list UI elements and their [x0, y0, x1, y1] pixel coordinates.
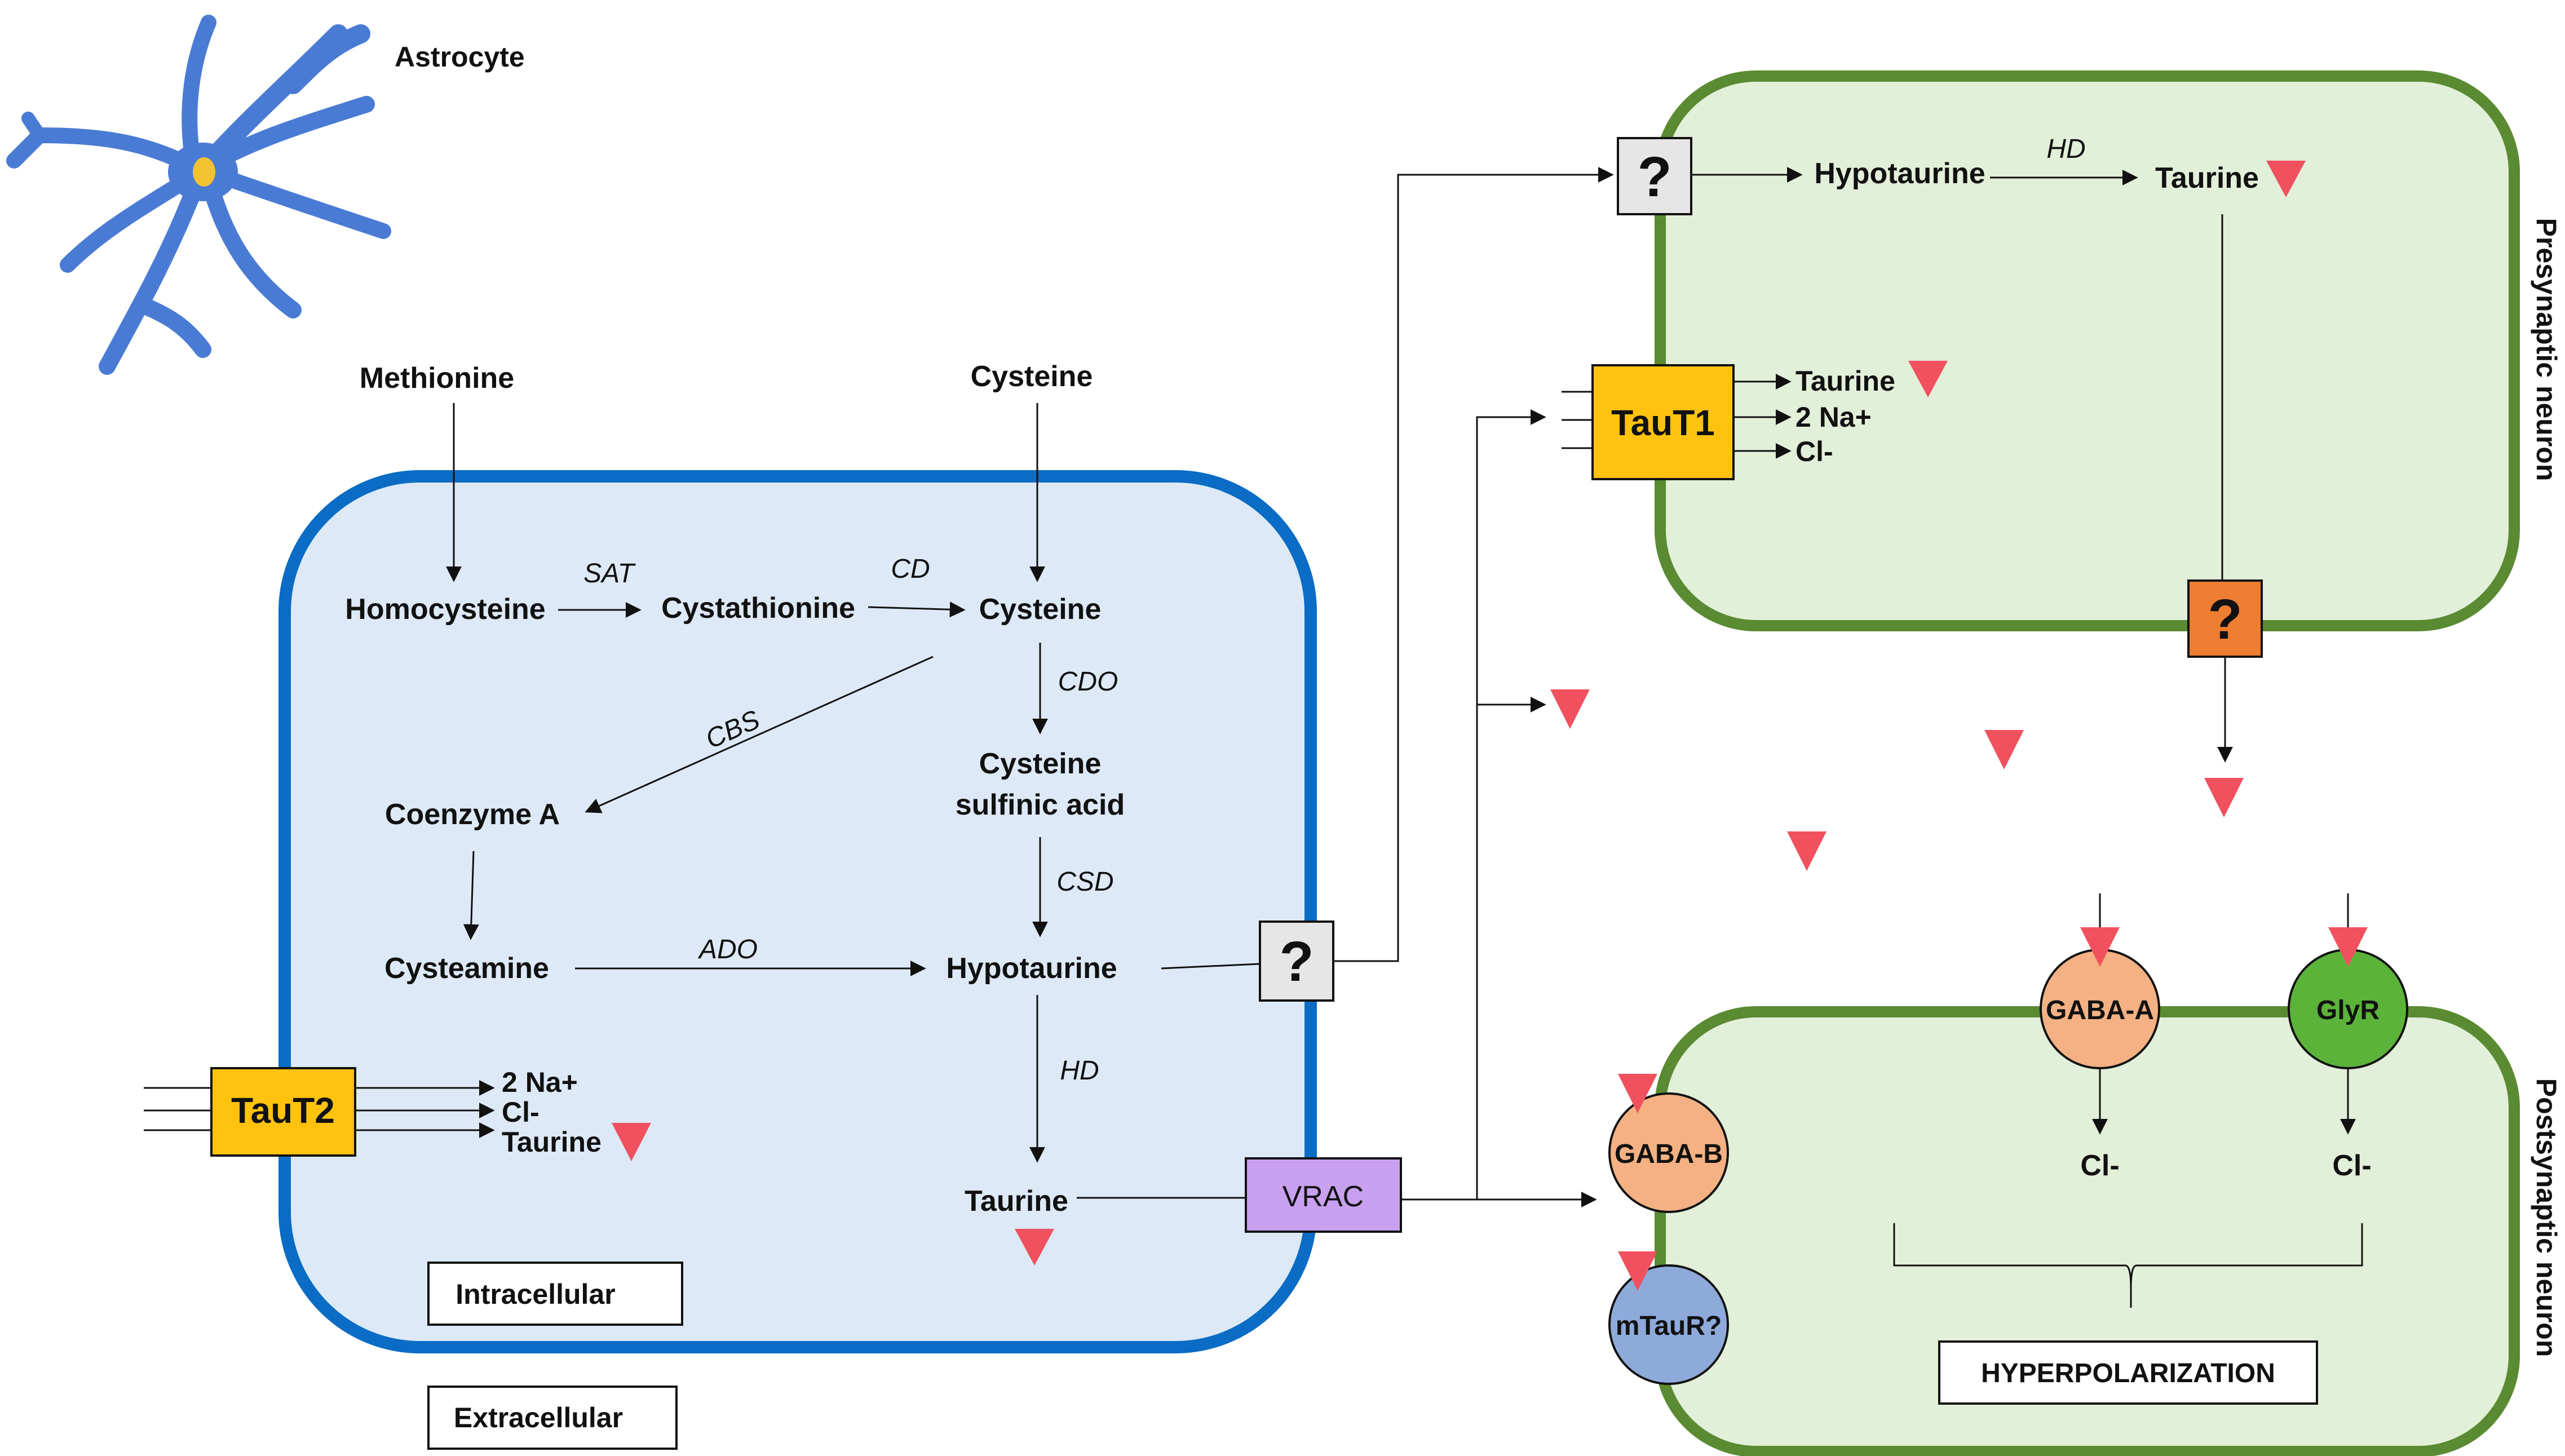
- taut1-transporter: [1591, 364, 1735, 480]
- csd-enzyme-label: CSD: [1056, 867, 1113, 897]
- sat-enzyme-label: SAT: [583, 559, 636, 588]
- taut2-transporter: [210, 1067, 356, 1157]
- mtaur-receptor: [1608, 1264, 1729, 1385]
- hypotaurine-to-unknown-line: [1161, 963, 1261, 970]
- unknown-release-channel-presynaptic: [2187, 579, 2263, 658]
- taut2-label: TauT2: [231, 1090, 335, 1131]
- gaba-b-receptor: [1608, 1092, 1729, 1213]
- taut1-sodium-label: 2 Na+: [1796, 401, 1872, 433]
- gaba-b-label: GABA-B: [1615, 1139, 1723, 1169]
- unknown-symbol-release: ?: [2208, 588, 2242, 651]
- taut2-chloride-label: Cl-: [502, 1096, 539, 1128]
- intracellular-box: [427, 1262, 683, 1326]
- hypotaurine-label: Hypotaurine: [946, 952, 1117, 985]
- vrac-channel: [1245, 1157, 1402, 1233]
- presyn-hd-enzyme-label: HD: [2046, 134, 2085, 164]
- extracellular-label: Extracellular: [454, 1402, 623, 1433]
- presyn-hypotaurine-label: Hypotaurine: [1814, 157, 1985, 190]
- intracellular-label: Intracellular: [455, 1278, 615, 1310]
- cysteamine-label: Cysteamine: [384, 952, 549, 985]
- gaba-a-label: GABA-A: [2046, 995, 2154, 1025]
- cysteine-sulfinic-acid-line1: Cysteine: [979, 747, 1102, 780]
- unknown-transporter-presynaptic: [1617, 137, 1692, 215]
- presyn-taurine-label: Taurine: [2155, 162, 2259, 194]
- hyperpolarization-brace: [1893, 1223, 2363, 1308]
- postsynaptic-neuron-title: Postsynaptic neuron: [2531, 1078, 2562, 1357]
- taurine-marker-glyr: [2328, 927, 2368, 967]
- taut1-label: TauT1: [1611, 402, 1715, 443]
- cysteine-sulfinic-acid-line2: sulfinic acid: [956, 789, 1125, 821]
- extracellular-box: [427, 1386, 678, 1450]
- presynaptic-neuron-title: Presynaptic neuron: [2531, 218, 2562, 481]
- homocysteine-label: Homocysteine: [345, 593, 545, 626]
- cysteine-input-label: Cysteine: [971, 360, 1093, 393]
- cystathionine-label: Cystathionine: [661, 592, 855, 625]
- taurine-marker-cleft-3: [2204, 778, 2244, 817]
- mtaur-label: mTauR?: [1616, 1311, 1722, 1341]
- astrocyte-nucleus: [193, 157, 215, 187]
- taut2-taurine-label: Taurine: [502, 1126, 602, 1158]
- taurine-marker-cleft-1: [1550, 689, 1590, 729]
- unknown-symbol-astrocyte: ?: [1279, 930, 1314, 993]
- taurine-marker-mtaur: [1618, 1251, 1657, 1291]
- taurine-marker-gabab: [1618, 1074, 1657, 1113]
- cd-arrow: [868, 601, 966, 618]
- taurine-marker-presyn: [2266, 161, 2306, 197]
- cdo-enzyme-label: CDO: [1058, 667, 1118, 697]
- taut1-taurine-label: Taurine: [1796, 365, 1895, 397]
- methionine-label: Methionine: [360, 362, 514, 395]
- taut1-chloride-label: Cl-: [1796, 436, 1833, 467]
- coenzyme-a-to-cysteamine-arrow: [463, 851, 479, 940]
- chloride-right-label: Cl-: [2332, 1149, 2371, 1182]
- taurine-marker-gabaa: [2080, 927, 2120, 967]
- hyperpolarization-label: HYPERPOLARIZATION: [1981, 1358, 2275, 1388]
- chloride-left-label: Cl-: [2080, 1149, 2119, 1182]
- ado-enzyme-label: ADO: [697, 935, 758, 964]
- vrac-label: VRAC: [1282, 1180, 1364, 1213]
- hypotaurine-export-path: [1333, 167, 1614, 962]
- taurine-marker-cleft-4: [1787, 831, 1827, 871]
- taurine-label: Taurine: [965, 1185, 1068, 1218]
- taurine-marker-cleft-2: [1984, 730, 2024, 769]
- hd-enzyme-label: HD: [1060, 1056, 1099, 1086]
- astrocyte-label: Astrocyte: [395, 41, 525, 73]
- glyr-label: GlyR: [2316, 995, 2380, 1025]
- taurine-marker-taut2: [612, 1123, 651, 1161]
- presynaptic-neuron-compartment: [1655, 70, 2520, 631]
- unknown-symbol-presynaptic: ?: [1637, 145, 1671, 209]
- coenzyme-a-label: Coenzyme A: [385, 798, 560, 831]
- taut2-sodium-label: 2 Na+: [502, 1066, 578, 1098]
- vrac-release-vertical: [1401, 409, 1546, 1201]
- cysteine-label: Cysteine: [979, 593, 1102, 626]
- taurine-marker-astrocyte: [1015, 1229, 1054, 1265]
- hyperpolarization-box: [1938, 1340, 2318, 1405]
- taurine-marker-taut1: [1908, 361, 1948, 397]
- cbs-arrow: [585, 656, 934, 813]
- astrocyte-cell-icon: [6, 15, 391, 375]
- unknown-transporter-astrocyte: [1259, 920, 1334, 1002]
- cd-enzyme-label: CD: [891, 554, 930, 584]
- astrocyte-cell-compartment: [278, 470, 1317, 1353]
